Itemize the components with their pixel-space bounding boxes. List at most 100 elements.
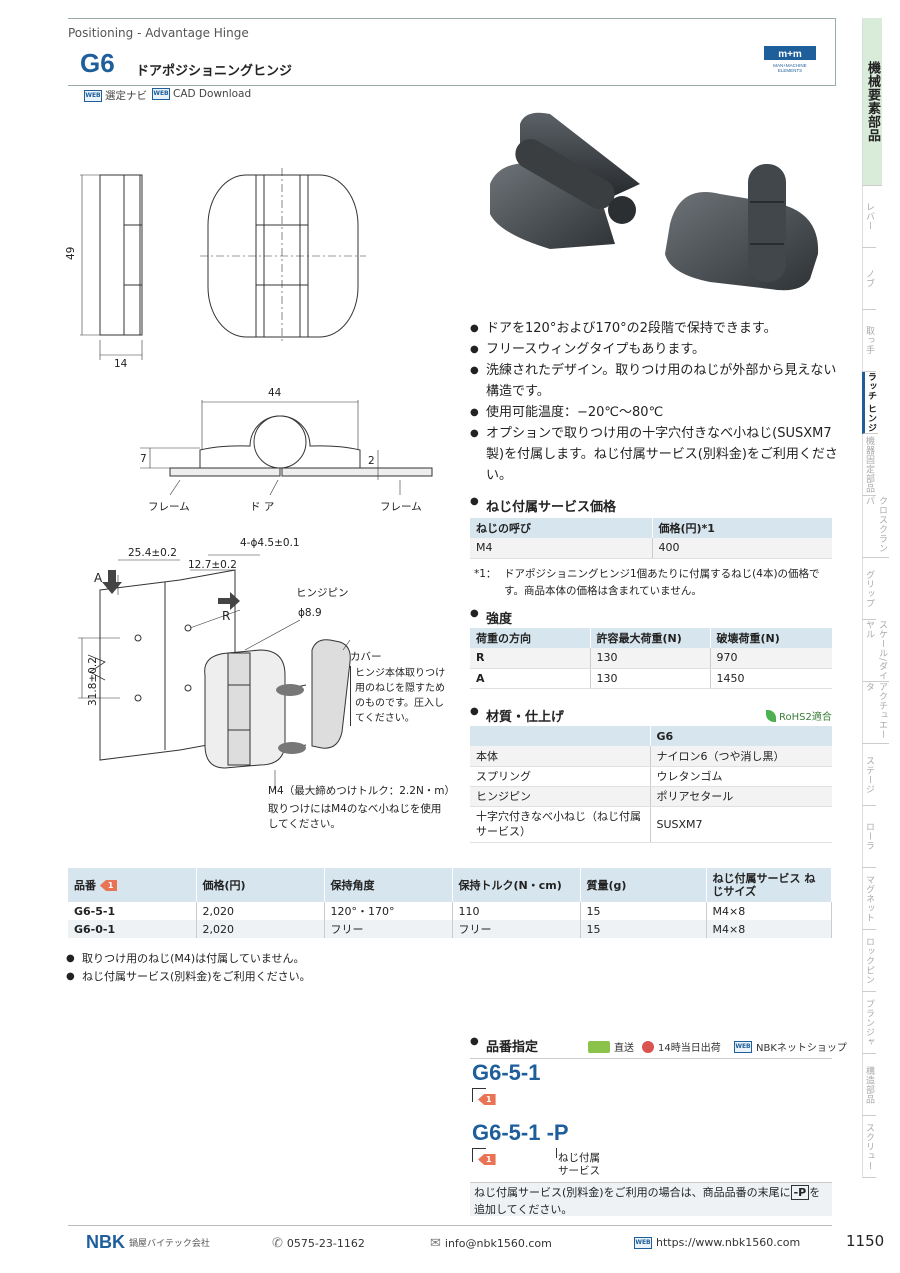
- feature-item: ドアを120°および170°の2段階で保持できます。: [470, 318, 840, 339]
- label-frame-left: フレーム: [148, 501, 190, 513]
- screw-note-2: 取りつけにはM4のなべ小ねじを使用してください。: [268, 803, 442, 830]
- mail-icon: ✉: [430, 1236, 441, 1251]
- web-icon: WEB: [634, 1236, 652, 1249]
- side-tab[interactable]: ノブ: [862, 248, 876, 310]
- dim-7: 7: [140, 453, 147, 465]
- side-tab[interactable]: マグネット: [862, 868, 876, 930]
- brand-logo: m+m MAN+MACHINE ELEMENTS: [764, 46, 816, 73]
- side-tab[interactable]: ローラ: [862, 806, 876, 868]
- material-title: 材質・仕上げ: [470, 706, 564, 725]
- footer-divider: [68, 1225, 832, 1226]
- order-title: 品番指定: [470, 1036, 538, 1055]
- net-shop-link[interactable]: WEB NBKネットショップ: [734, 1040, 847, 1054]
- dim-2: 2: [368, 455, 375, 467]
- label-pin-diameter: ϕ8.9: [298, 607, 322, 619]
- flag-badge: 1: [99, 880, 118, 891]
- flag-badge: 1: [478, 1154, 496, 1165]
- label-door: ド ア: [250, 501, 274, 513]
- side-tab[interactable]: ロックピン: [862, 930, 876, 992]
- web-icon: WEB: [734, 1040, 752, 1053]
- label-r: R: [222, 609, 230, 623]
- bracket: [472, 1088, 486, 1102]
- side-tab[interactable]: スクリュー: [862, 1116, 876, 1178]
- bracket: [472, 1148, 486, 1162]
- dim-49: 49: [65, 247, 77, 260]
- product-table: 品番 1 価格(円) 保持角度 保持トルク(N・cm) 質量(g) ねじ付属サー…: [68, 868, 832, 938]
- phone[interactable]: ✆ 0575-23-1162: [272, 1236, 365, 1251]
- svg-text:ELEMENTS: ELEMENTS: [778, 68, 802, 73]
- order-note-box: [470, 1182, 832, 1216]
- feature-item: 洗練されたデザイン。取りつけ用のねじが外部から見えない構造です。: [470, 360, 840, 402]
- side-tab[interactable]: アクチュエータ: [862, 682, 889, 744]
- side-tab-current[interactable]: ラッチ ヒンジ: [862, 372, 878, 434]
- svg-text:m+m: m+m: [778, 49, 802, 60]
- website-link[interactable]: WEB https://www.nbk1560.com: [634, 1236, 801, 1249]
- order-example-2: G6-5-1 -P: [472, 1120, 569, 1145]
- leaf-icon: [766, 709, 776, 722]
- screw-note-1: M4（最大締めつけトルク：2.2N・m）: [268, 784, 455, 797]
- product-code: G6: [80, 48, 115, 78]
- feature-item: 使用可能温度：−20℃〜80℃: [470, 402, 840, 423]
- product-name: ドアポジショニングヒンジ: [136, 64, 293, 79]
- suffix-label: ねじ付属サービス: [558, 1152, 600, 1177]
- rohs-badge: RoHS2適合: [766, 708, 832, 723]
- dim-14: 14: [114, 358, 128, 370]
- truck-icon: [588, 1040, 610, 1053]
- side-tab[interactable]: プランジャ: [862, 992, 876, 1054]
- select-navi-link[interactable]: WEB 選定ナビ: [84, 89, 147, 102]
- table-notes: 取りつけ用のねじ(M4)は付属していません。 ねじ付属サービス(別料金)をご利用…: [66, 950, 466, 986]
- side-tab-main[interactable]: 機械要素部品: [862, 18, 882, 186]
- feature-item: フリースウィングタイプもあります。: [470, 339, 840, 360]
- side-tab[interactable]: 構造部品: [862, 1054, 876, 1116]
- email-link[interactable]: ✉ info@nbk1560.com: [430, 1236, 552, 1251]
- page-number: 1150: [846, 1232, 885, 1250]
- side-tab[interactable]: レバー: [862, 186, 876, 248]
- screw-note-mark: *1：: [474, 568, 497, 580]
- cover-note: ヒンジ本体取りつけ用のねじを隠すためのものです。圧入してください。: [350, 666, 446, 726]
- technical-drawing: 49 14 44 7 2 フレーム ド ア フレーム 25.4±0.2 4-ϕ4…: [65, 168, 455, 797]
- clock-icon: [642, 1040, 654, 1053]
- order-example-1: G6-5-1: [472, 1060, 541, 1085]
- side-tab[interactable]: ステージ: [862, 744, 876, 806]
- svg-text:MAN+MACHINE: MAN+MACHINE: [773, 63, 806, 68]
- side-tab[interactable]: クロスクランパ: [862, 496, 889, 558]
- dim-12-7: 12.7±0.2: [188, 559, 237, 571]
- screw-service-title: ねじ付属サービス価格: [470, 496, 616, 515]
- label-cover: カバー: [350, 651, 382, 663]
- feature-item: オプションで取りつけ用の十字穴付きなべ小ねじ(SUSXM7製)を付属します。ねじ…: [470, 423, 840, 486]
- web-icon: WEB: [84, 89, 102, 102]
- label-a: A: [94, 571, 103, 585]
- dim-holes: 4-ϕ4.5±0.1: [240, 537, 300, 549]
- flag-badge: 1: [478, 1094, 496, 1105]
- side-tabs: 機械要素部品 レバー ノブ 取っ手 ラッチ ヒンジ 機器固定部品 クロスクランパ…: [862, 18, 900, 1178]
- dim-31-8: 31.8±0.2: [87, 657, 99, 706]
- table-note: ねじ付属サービス(別料金)をご利用ください。: [66, 968, 466, 986]
- side-tab[interactable]: スケール/ダイヤル: [862, 620, 889, 682]
- feature-list: ドアを120°および170°の2段階で保持できます。 フリースウィングタイプもあ…: [470, 318, 840, 486]
- label-hinge-pin: ヒンジピン: [296, 587, 349, 599]
- side-tab[interactable]: グリップ: [862, 558, 876, 620]
- screw-service-note: ドアポジショニングヒンジ1個あたりに付属するねじ(4本)の価格です。商品本体の価…: [504, 568, 820, 597]
- company-logo: NBK 鍋屋バイテック会社: [86, 1232, 210, 1252]
- cad-download-link[interactable]: WEB CAD Download: [152, 88, 252, 100]
- same-day-badge: 14時当日出荷: [642, 1039, 721, 1054]
- order-divider: [470, 1058, 832, 1059]
- web-icon: WEB: [152, 88, 170, 100]
- header-box: [68, 18, 836, 86]
- category-label: Positioning - Advantage Hinge: [68, 26, 249, 40]
- side-tab[interactable]: 機器固定部品: [862, 434, 876, 496]
- label-frame-right: フレーム: [380, 501, 422, 513]
- dim-25-4: 25.4±0.2: [128, 547, 177, 559]
- side-tab[interactable]: 取っ手: [862, 310, 876, 372]
- bracket: [556, 1148, 557, 1158]
- direct-ship-badge: 直送: [588, 1039, 634, 1054]
- phone-icon: ✆: [272, 1236, 283, 1251]
- strength-title: 強度: [470, 608, 512, 627]
- dim-44: 44: [268, 387, 282, 399]
- product-photo: [490, 112, 819, 291]
